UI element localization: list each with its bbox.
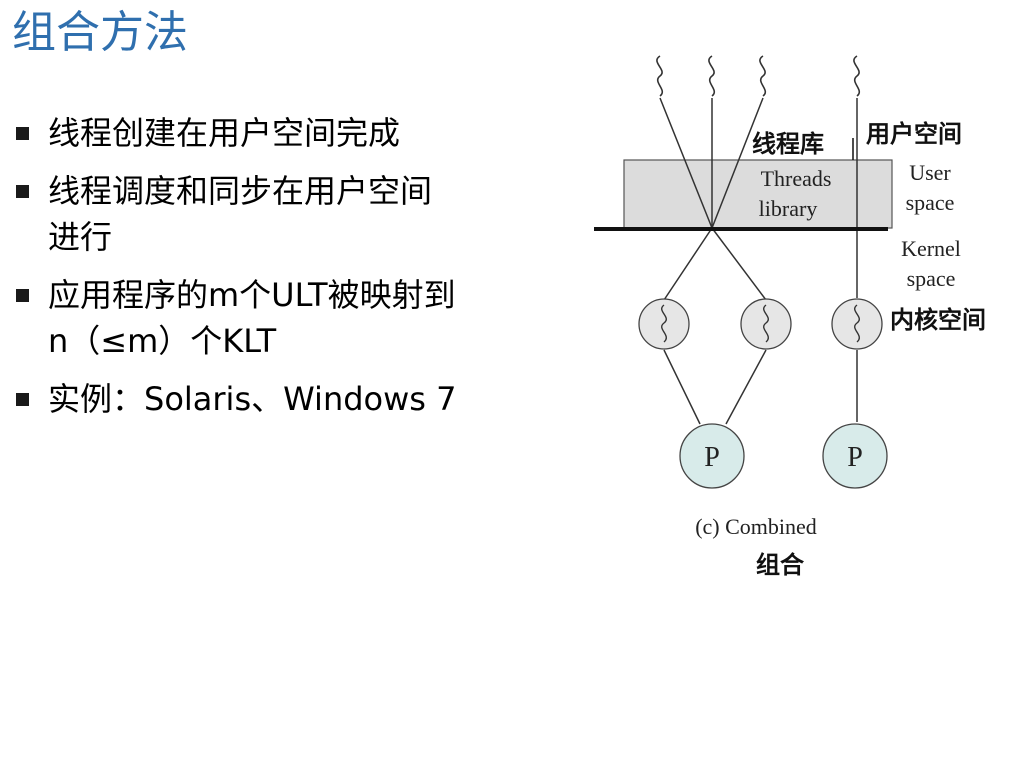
user-thread-squiggle [656,55,664,97]
bullet-text-continued: n（≤m）个KLT [48,322,277,360]
square-bullet-icon [16,289,29,302]
kernel-thread-circle [831,298,883,350]
bullet-text: 线程创建在用户空间完成 [48,114,401,152]
square-bullet-icon [16,127,29,140]
threads-library-en-label: Threads [761,166,832,191]
caption-zh: 组合 [756,551,805,579]
bullet-item: 应用程序的m个ULT被映射到 n（≤m）个KLT [14,272,574,364]
slide-title: 组合方法 [12,7,188,58]
bullet-text-continued: 进行 [48,218,113,256]
mapping-line [659,97,713,229]
kernel-thread-circle [740,298,792,350]
mapping-line [725,349,767,425]
bullet-text: 应用程序的m个ULT被映射到 [48,276,456,314]
thread-mapping-lines [659,97,858,425]
bullet-item: 线程创建在用户空间完成 [14,110,574,156]
user-thread-squiggles [656,55,861,97]
caption-en: (c) Combined [695,514,817,539]
user-space-en-label: User [909,160,951,185]
process-label: P [847,442,863,473]
bullet-item: 实例：Solaris、Windows 7 [14,376,574,422]
bullet-item: 线程调度和同步在用户空间 进行 [14,168,574,260]
process-circle [679,423,745,489]
square-bullet-icon [16,393,29,406]
threads-library-box [623,159,893,229]
user-thread-squiggle [708,55,716,97]
user-space-zh-label: 用户空间 [866,120,962,148]
kernel-thread-squiggle [661,304,667,343]
user-thread-squiggle [853,55,861,97]
mapping-line [711,227,767,301]
bullet-text: 实例：Solaris、Windows 7 [48,380,457,418]
kernel-threads [638,298,883,350]
bullet-list: 线程创建在用户空间完成 线程调度和同步在用户空间 进行 应用程序的m个ULT被映… [14,110,574,434]
mapping-line [663,349,701,425]
mapping-line [711,97,764,229]
kernel-thread-squiggle [763,304,769,343]
threads-library-en-label: library [759,196,818,221]
kernel-space-en-label: Kernel [901,236,961,261]
bullet-text: 线程调度和同步在用户空间 [48,172,433,210]
process-label: P [704,442,720,473]
kernel-thread-squiggle [854,304,860,343]
process-circle [822,423,888,489]
user-thread-squiggle [759,55,767,97]
threads-library-zh-label: 线程库 [752,130,824,158]
square-bullet-icon [16,185,29,198]
mapping-line [663,227,713,301]
user-space-en-label: space [906,190,955,215]
kernel-space-en-label: space [907,266,956,291]
processes: P P [679,423,888,489]
kernel-thread-circle [638,298,690,350]
kernel-space-zh-label: 内核空间 [890,306,986,334]
